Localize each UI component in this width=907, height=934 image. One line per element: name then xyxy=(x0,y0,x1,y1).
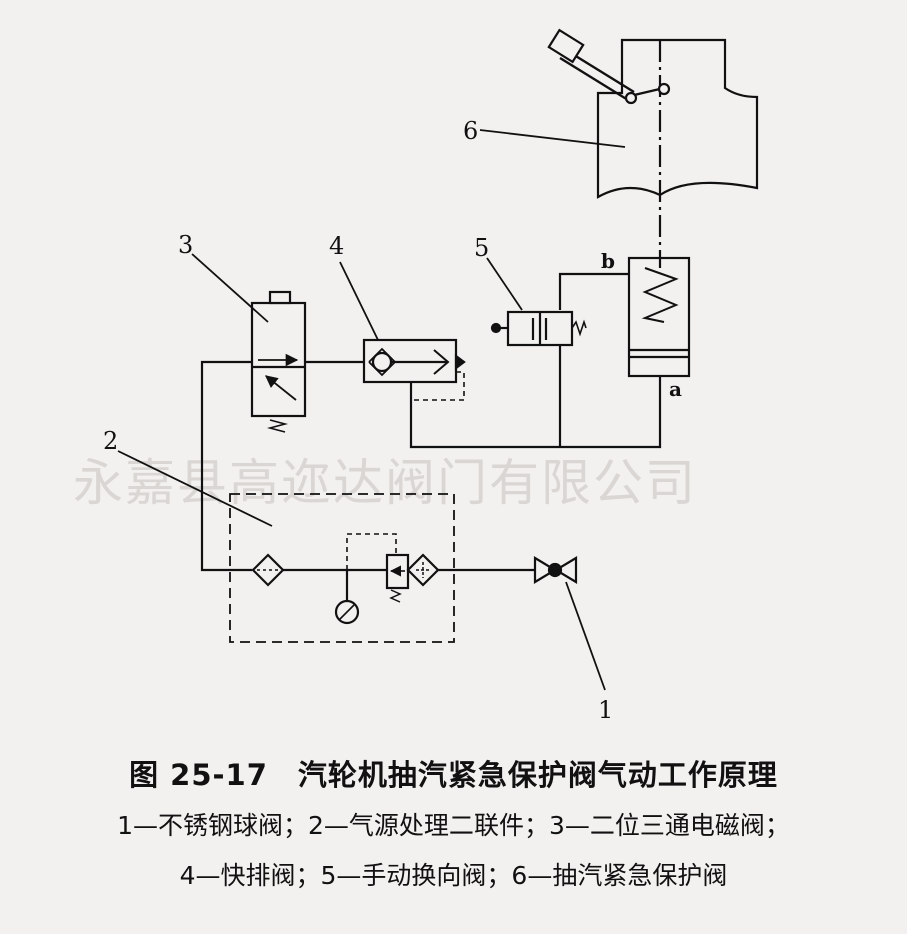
port-label-a: a xyxy=(669,377,682,401)
figure-legend-line-2: 4—快排阀；5—手动换向阀；6—抽汽紧急保护阀 xyxy=(179,861,728,890)
emergency-protection-valve xyxy=(479,28,759,258)
label-6: 6 xyxy=(463,117,478,145)
pneumatic-diagram: 永嘉县高迩达阀门有限公司 xyxy=(73,28,759,724)
watermark-text: 永嘉县高迩达阀门有限公司 xyxy=(73,454,697,512)
air-treatment-unit xyxy=(117,450,535,643)
label-5: 5 xyxy=(474,234,489,262)
label-2: 2 xyxy=(103,427,118,455)
label-3: 3 xyxy=(178,231,193,259)
label-4: 4 xyxy=(329,232,344,260)
figure-legend-line-1: 1—不锈钢球阀；2—气源处理二联件；3—二位三通电磁阀； xyxy=(117,811,790,840)
manual-directional-valve xyxy=(486,257,587,347)
quick-exhaust-valve xyxy=(339,261,466,401)
label-1: 1 xyxy=(598,696,613,724)
solenoid-valve-3-2 xyxy=(191,253,307,433)
port-label-b: b xyxy=(601,249,615,273)
actuator-cylinder xyxy=(627,256,691,378)
figure-caption-title: 图 25-17 汽轮机抽汽紧急保护阀气动工作原理 xyxy=(129,758,778,792)
ball-valve xyxy=(533,556,606,691)
